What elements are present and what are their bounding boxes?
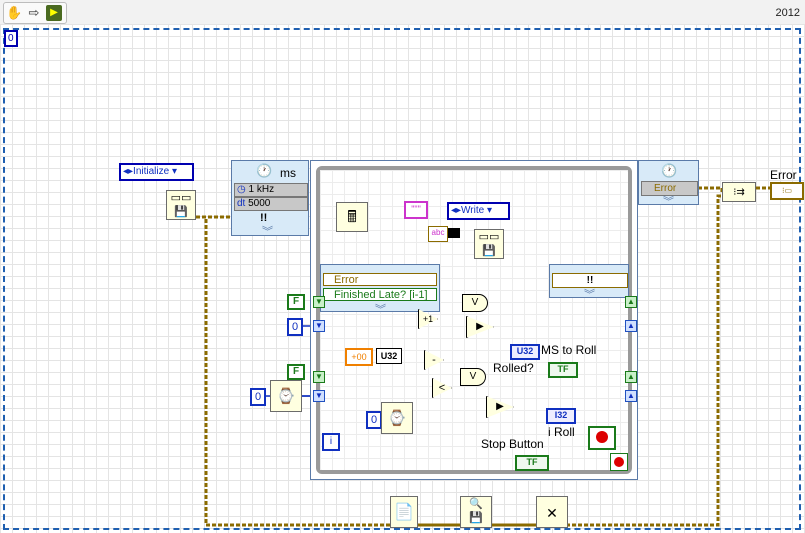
timed-loop-output-node[interactable]: 🕐 Error ︾ bbox=[638, 160, 699, 208]
stop-icon bbox=[596, 431, 608, 443]
initialize-enum[interactable]: ◂▸Initialize ▾ bbox=[119, 163, 194, 181]
output-error-row[interactable]: Error bbox=[641, 181, 698, 196]
ms-to-roll-label: MS to Roll bbox=[541, 343, 597, 357]
stop-button-terminal[interactable]: TF bbox=[515, 455, 549, 471]
timing-source-value: 1 kHz bbox=[248, 184, 275, 195]
write-enum[interactable]: ◂▸Write ▾ bbox=[447, 202, 510, 220]
finished-late-row[interactable]: Finished Late? [i-1] bbox=[323, 288, 437, 301]
or-node[interactable]: V bbox=[462, 294, 488, 312]
clock-icon: 🕐 bbox=[256, 163, 273, 178]
document-icon: 📄 bbox=[394, 504, 414, 521]
or-node-2[interactable]: V bbox=[460, 368, 486, 386]
enum-arrows-icon: ◂▸ bbox=[451, 205, 462, 216]
expand-chevron-icon[interactable]: ︾ bbox=[262, 226, 273, 238]
to-u32-node[interactable]: U32 bbox=[376, 348, 402, 364]
enum-arrows-icon: ◂▸ bbox=[123, 166, 134, 177]
initialize-enum-value: Initialize bbox=[133, 166, 170, 177]
shift-register-left-bool[interactable]: ▼ bbox=[313, 296, 325, 308]
bundle-arrow-icon bbox=[448, 228, 460, 238]
expand-chevron-icon[interactable]: ︾ bbox=[375, 304, 386, 316]
close-file-node[interactable]: ✕ bbox=[536, 496, 568, 528]
stop-button-control[interactable] bbox=[588, 426, 616, 450]
output-error-label: Error bbox=[654, 183, 677, 194]
rolled-indicator[interactable]: TF bbox=[548, 362, 578, 378]
queue-release-icon: ⁝⇉ bbox=[733, 187, 745, 198]
right-warning-row[interactable]: !! bbox=[552, 273, 628, 288]
write-enum-value: Write bbox=[461, 205, 485, 216]
run-arrow-icon[interactable]: ⇨ bbox=[28, 5, 40, 20]
i-roll-indicator[interactable]: I32 bbox=[546, 408, 576, 424]
toolbar-tools: ✋ ⇨ ▶ bbox=[3, 2, 67, 24]
dt-row[interactable]: dt 5000 bbox=[234, 197, 308, 211]
source-icon: ◷ bbox=[237, 184, 246, 195]
expand-chevron-icon[interactable]: ︾ bbox=[584, 289, 595, 301]
zero-constant-inner-tick[interactable]: 0 bbox=[366, 411, 382, 429]
shift-register-right-num-2[interactable]: ▲ bbox=[625, 390, 637, 402]
timing-source-row[interactable]: ◷ 1 kHz bbox=[234, 183, 308, 197]
write-vi-node[interactable]: ▭▭ 💾 bbox=[474, 229, 504, 259]
loop-stop-condition[interactable] bbox=[610, 453, 628, 471]
computer-clock-icon: 🖩 bbox=[347, 209, 357, 226]
zero-constant-shift[interactable]: 0 bbox=[287, 318, 303, 336]
labview-icon[interactable]: ▶ bbox=[46, 5, 62, 21]
shift-register-right-bool-2[interactable]: ▲ bbox=[625, 371, 637, 383]
shift-register-left-num[interactable]: ▼ bbox=[313, 320, 325, 332]
error-cluster-indicator[interactable]: ⁝▭ bbox=[770, 182, 804, 200]
floppy-icon: 💾 bbox=[482, 245, 496, 257]
shift-register-left-bool-2[interactable]: ▼ bbox=[313, 371, 325, 383]
tick-clock-icon: ⌚ bbox=[276, 388, 296, 405]
log-document-node[interactable]: 📄 bbox=[390, 496, 418, 528]
timing-unit: ms bbox=[280, 166, 296, 180]
search-icon: 🔍 bbox=[469, 498, 483, 510]
clock-icon: 🕐 bbox=[661, 163, 678, 178]
outer-case-structure[interactable] bbox=[3, 28, 801, 530]
false-constant-mid[interactable]: F bbox=[287, 364, 305, 380]
left-error-row[interactable]: Error bbox=[323, 273, 437, 286]
loop-right-data-node[interactable]: !! ︾ bbox=[549, 264, 629, 301]
error-wire-out bbox=[698, 186, 724, 192]
stop-sign-icon bbox=[614, 457, 624, 467]
floppy-icon: 💾 bbox=[174, 206, 188, 218]
version-label: 2012 bbox=[775, 7, 800, 19]
tick-count-node[interactable]: ⌚ bbox=[270, 380, 302, 412]
case-selector[interactable]: 0 bbox=[4, 30, 18, 47]
close-queue-node[interactable]: 🔍💾 bbox=[460, 496, 492, 528]
queue-icon: ▭▭ bbox=[170, 192, 192, 204]
timed-loop-input-node[interactable]: 🕐 ms ◷ 1 kHz dt 5000 !! ︾ bbox=[231, 160, 309, 238]
floppy-icon: 💾 bbox=[469, 512, 483, 524]
error-indicator-label: Error bbox=[770, 168, 797, 182]
dt-value: 5000 bbox=[248, 198, 271, 209]
inner-tick-count-node[interactable]: ⌚ bbox=[381, 402, 413, 434]
hand-icon[interactable]: ✋ bbox=[6, 5, 23, 20]
shift-register-right-bool[interactable]: ▲ bbox=[625, 296, 637, 308]
merge-errors-node[interactable]: abc bbox=[428, 226, 448, 242]
iteration-terminal[interactable]: i bbox=[322, 433, 340, 451]
ms-to-roll-indicator[interactable]: U32 bbox=[510, 344, 540, 360]
release-queue-node[interactable]: ⁝⇉ bbox=[722, 182, 756, 202]
timing-subvi-node[interactable]: 🖩 bbox=[336, 202, 368, 232]
plus-infinity-constant[interactable]: +00 bbox=[345, 348, 373, 366]
loop-left-data-node[interactable]: Error Finished Late? [i-1] ︾ bbox=[320, 264, 440, 316]
timing-warning: !! bbox=[260, 212, 268, 224]
tick-clock-icon: ⌚ bbox=[387, 410, 407, 427]
dropdown-icon[interactable]: ▾ bbox=[169, 166, 177, 177]
shift-register-right-num[interactable]: ▲ bbox=[625, 320, 637, 332]
i-roll-label: i Roll bbox=[548, 425, 575, 439]
queue-icon: ▭▭ bbox=[478, 231, 500, 243]
shift-register-left-num-2[interactable]: ▼ bbox=[313, 390, 325, 402]
expand-chevron-icon[interactable]: ︾ bbox=[663, 196, 674, 208]
string-constant[interactable]: """ bbox=[404, 201, 428, 219]
initialize-vi-node[interactable]: ▭▭ 💾 bbox=[166, 190, 196, 220]
dt-label: dt bbox=[237, 198, 246, 209]
rolled-label: Rolled? bbox=[493, 361, 534, 375]
false-constant-top[interactable]: F bbox=[287, 294, 305, 310]
close-file-icon: ✕ bbox=[546, 505, 558, 521]
zero-constant-tick[interactable]: 0 bbox=[250, 388, 266, 406]
dropdown-icon[interactable]: ▾ bbox=[484, 205, 493, 216]
stop-button-label: Stop Button bbox=[481, 437, 544, 451]
